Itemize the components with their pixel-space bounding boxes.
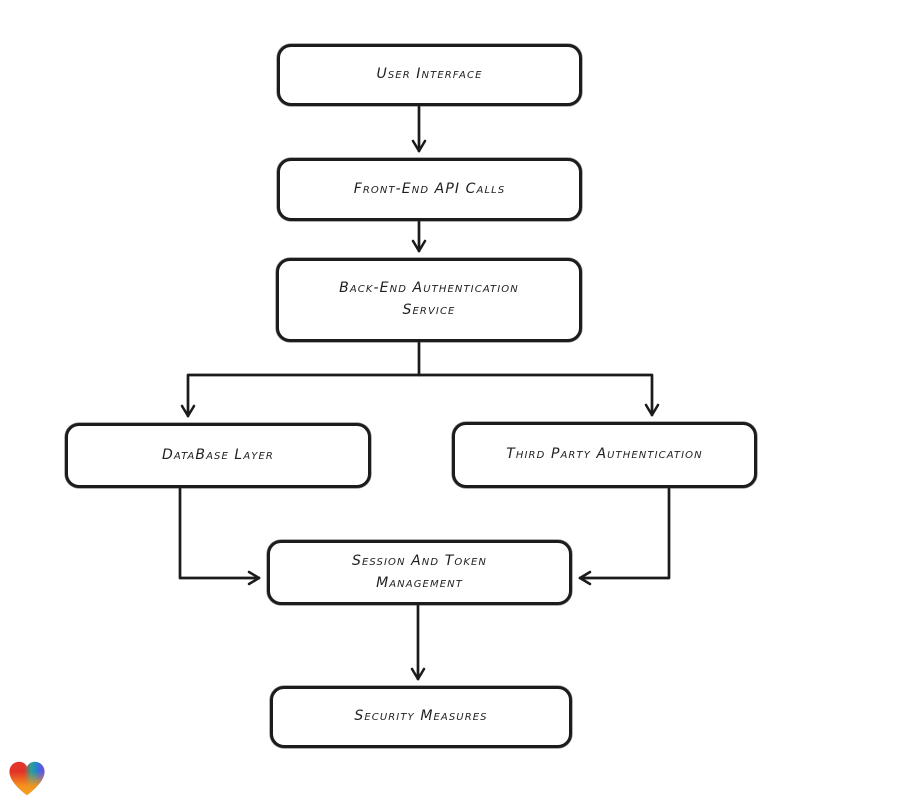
node-user-interface[interactable]: User Interface (277, 44, 582, 106)
node-session-and-token-management[interactable]: Session And Token Management (267, 540, 572, 605)
node-front-end-api-calls[interactable]: Front-End API Calls (277, 158, 582, 221)
node-database-layer-label: DataBase Layer (162, 446, 274, 463)
edge-database-to-session (178, 487, 261, 586)
heart-logo-overlay (9, 761, 45, 796)
node-security-measures[interactable]: Security Measures (270, 686, 572, 748)
node-third-party-authentication[interactable]: Third Party Authentication (452, 422, 757, 488)
node-security-measures-label: Security Measures (354, 708, 488, 725)
heart-logo[interactable] (8, 760, 46, 798)
node-database-layer[interactable]: DataBase Layer (65, 423, 371, 488)
edge-back-end-to-third-party (417, 373, 660, 417)
node-back-end-authentication-service-label: Back-End Authentication Service (339, 280, 519, 318)
edge-back-end-to-database (180, 341, 421, 418)
node-third-party-authentication-label: Third Party Authentication (506, 446, 703, 463)
node-user-interface-label: User Interface (376, 66, 483, 83)
node-session-and-token-management-label: Session And Token Management (352, 552, 487, 591)
node-back-end-authentication-service[interactable]: Back-End Authentication Service (276, 258, 582, 342)
edge-third-party-to-session (578, 487, 671, 586)
node-front-end-api-calls-label: Front-End API Calls (353, 180, 506, 197)
